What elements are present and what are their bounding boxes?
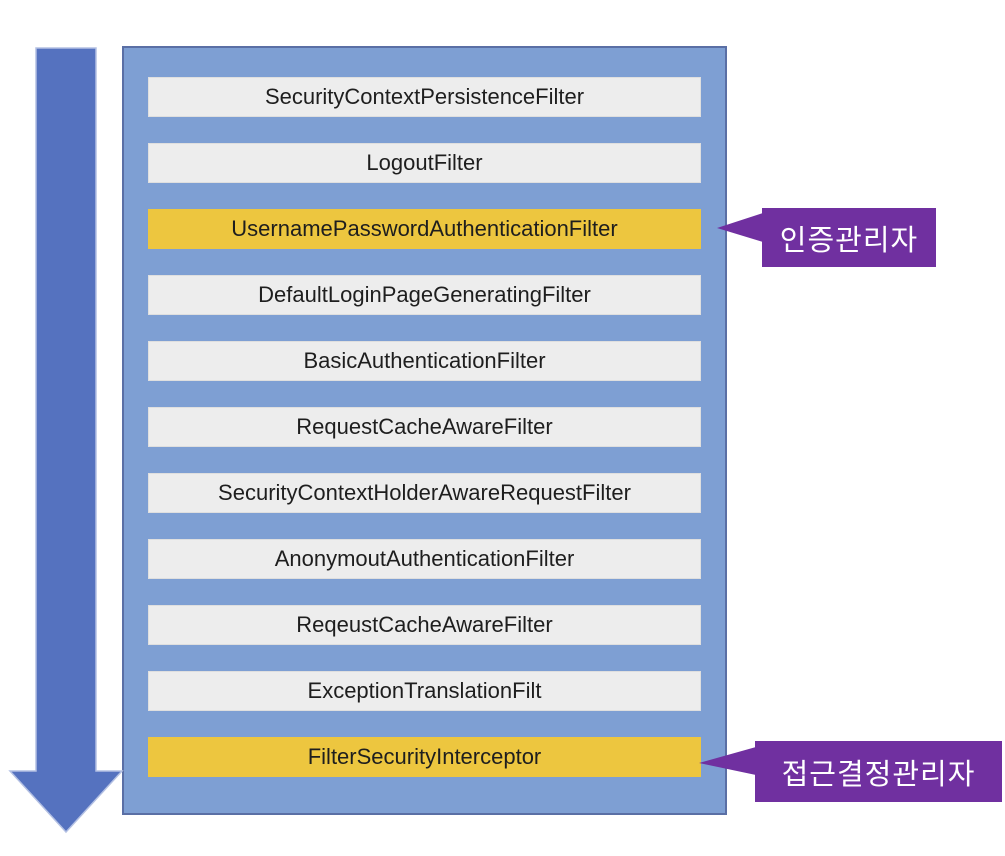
- filter-row-label: BasicAuthenticationFilter: [303, 348, 546, 373]
- filter-row: DefaultLoginPageGeneratingFilter: [148, 275, 701, 315]
- filter-row-highlighted: UsernamePasswordAuthenticationFilter: [148, 209, 701, 249]
- filter-row-label: SecurityContextPersistenceFilter: [264, 84, 585, 109]
- filter-row-label: SecurityContextHolderAwareRequestFilter: [218, 480, 631, 505]
- filter-row: BasicAuthenticationFilter: [148, 341, 701, 381]
- filter-row-label: LogoutFilter: [366, 150, 483, 175]
- down-arrow-icon: [8, 47, 124, 834]
- callout-access-decision-manager-label: 접근결정관리자: [781, 758, 976, 791]
- callout-authentication-manager-label: 인증관리자: [779, 224, 919, 257]
- filter-row: ReqeustCacheAwareFilter: [148, 605, 701, 645]
- filter-row: ExceptionTranslationFilt: [148, 671, 701, 711]
- filter-row-label: DefaultLoginPageGeneratingFilter: [258, 282, 591, 307]
- filter-row-label: ReqeustCacheAwareFilter: [296, 612, 553, 637]
- filter-row-label: FilterSecurityInterceptor: [307, 744, 542, 769]
- filter-row: SecurityContextHolderAwareRequestFilter: [148, 473, 701, 513]
- filter-row-label: ExceptionTranslationFilt: [307, 678, 542, 703]
- filter-row: RequestCacheAwareFilter: [148, 407, 701, 447]
- filter-row: SecurityContextPersistenceFilter: [148, 77, 701, 117]
- callout-access-decision-manager: 접근결정관리자: [755, 741, 1002, 802]
- filter-row-label: AnonymoutAuthenticationFilter: [274, 546, 575, 571]
- filter-row-label: RequestCacheAwareFilter: [296, 414, 553, 439]
- filter-row-highlighted: FilterSecurityInterceptor: [148, 737, 701, 777]
- callout-authentication-manager: 인증관리자: [762, 208, 936, 267]
- filter-row: LogoutFilter: [148, 143, 701, 183]
- filter-row-label: UsernamePasswordAuthenticationFilter: [231, 216, 618, 241]
- filter-row: AnonymoutAuthenticationFilter: [148, 539, 701, 579]
